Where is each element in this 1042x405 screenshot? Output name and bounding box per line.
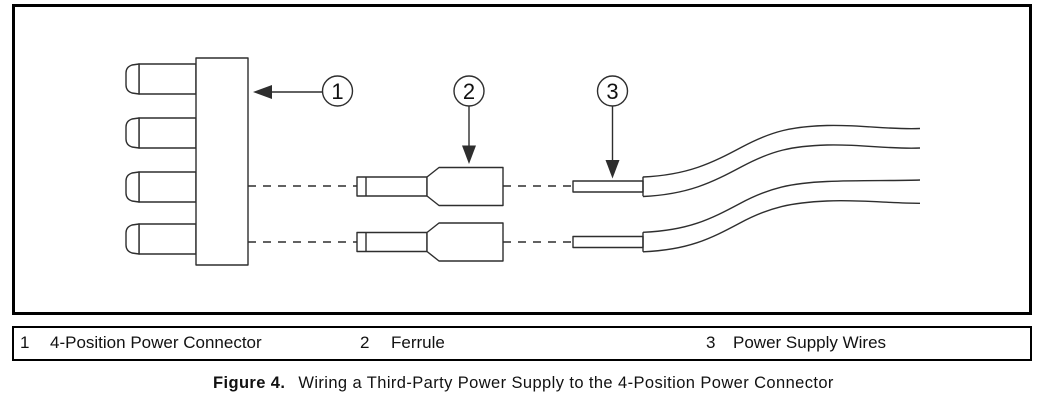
legend-number: 3 bbox=[706, 333, 716, 352]
ferrule-top bbox=[356, 166, 504, 207]
legend-frame bbox=[12, 326, 1032, 361]
bare-wire bbox=[572, 180, 644, 193]
ferrule-tube bbox=[356, 231, 428, 253]
wire-insulation bbox=[642, 179, 921, 233]
callout-1-number: 1 bbox=[331, 79, 343, 104]
wire-insulation bbox=[642, 199, 921, 253]
callout-3-circle bbox=[596, 75, 629, 107]
connector-pin bbox=[125, 171, 197, 203]
bare-wire bbox=[572, 235, 644, 249]
callout-2-number: 2 bbox=[463, 79, 475, 104]
callout-3: 3 bbox=[596, 75, 629, 179]
connector-pin bbox=[125, 117, 197, 149]
callout-1-arrowhead-icon bbox=[253, 85, 272, 99]
callout-2-circle bbox=[453, 75, 485, 107]
pin-cap bbox=[125, 117, 140, 149]
callout-3-number: 3 bbox=[606, 79, 618, 104]
legend-label: Ferrule bbox=[391, 333, 445, 352]
callout-1-circle bbox=[321, 75, 354, 107]
connector-body bbox=[195, 57, 249, 266]
power-wire-bottom bbox=[572, 179, 921, 253]
connector-pin bbox=[125, 223, 197, 255]
wire-insulation bbox=[642, 144, 921, 198]
legend-number: 1 bbox=[20, 333, 30, 352]
wire-insulation bbox=[642, 124, 921, 178]
callout-2-arrowhead-icon bbox=[462, 145, 476, 164]
legend-number: 2 bbox=[360, 333, 370, 352]
pin-cap bbox=[125, 171, 140, 203]
legend-label: Power Supply Wires bbox=[733, 333, 887, 352]
pin-cap bbox=[125, 223, 140, 255]
power-wire-top bbox=[572, 124, 921, 198]
callout-2: 2 bbox=[453, 75, 485, 164]
callout-3-arrowhead-icon bbox=[605, 160, 620, 179]
pin-cap bbox=[125, 63, 140, 95]
ferrule-body bbox=[426, 166, 504, 207]
ferrule-bottom bbox=[356, 222, 504, 262]
figure-caption: Figure 4. Wiring a Third-Party Power Sup… bbox=[213, 374, 834, 393]
legend: 1 4-Position Power Connector 2 Ferrule 3… bbox=[12, 326, 1032, 361]
caption-label: Figure 4. bbox=[213, 374, 286, 392]
caption-text: Wiring a Third-Party Power Supply to the… bbox=[298, 374, 834, 392]
ferrule-body bbox=[426, 222, 504, 262]
callout-1: 1 bbox=[253, 75, 354, 107]
ferrule-tube bbox=[356, 176, 428, 197]
connector-pin bbox=[125, 63, 197, 95]
diagram-frame bbox=[12, 4, 1032, 315]
power-connector bbox=[125, 57, 249, 266]
legend-label: 4-Position Power Connector bbox=[50, 333, 262, 352]
